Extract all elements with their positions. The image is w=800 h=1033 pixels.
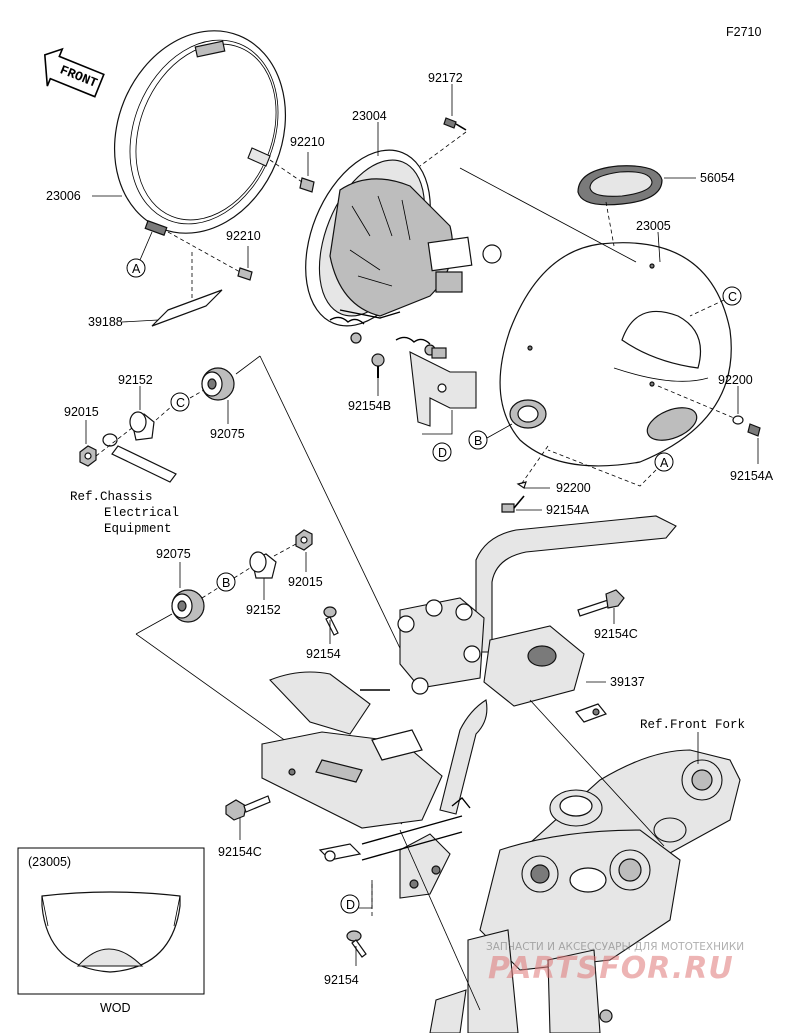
rubber-damper-92075-mid[interactable]	[171, 589, 205, 623]
label-92200-right: 92200	[718, 373, 753, 387]
clip-92210-bottom[interactable]	[237, 267, 253, 281]
label-92154-bottom: 92154	[324, 973, 359, 987]
watermark: ЗАПЧАСТИ И АКСЕССУАРЫ ДЛЯ МОТОТЕХНИКИ PA…	[486, 941, 744, 986]
inset-part-ref: (23005)	[28, 855, 71, 869]
bolt-92154C-right[interactable]	[577, 589, 625, 617]
headlight-unit-23004[interactable]	[282, 132, 502, 356]
bolt-92154-bottom[interactable]	[346, 930, 367, 958]
label-92075-top: 92075	[210, 427, 245, 441]
label-92154C-right: 92154C	[594, 627, 638, 641]
callout-a-rim	[126, 258, 146, 278]
collar-92152-top[interactable]	[129, 411, 155, 441]
label-92210-top: 92210	[290, 135, 325, 149]
nut-92015-top[interactable]	[79, 445, 97, 467]
label-92154C-left: 92154C	[218, 845, 262, 859]
label-23006: 23006	[46, 189, 81, 203]
callout-d-lower	[340, 894, 360, 914]
emblem-56054[interactable]	[577, 165, 663, 206]
label-92152-top: 92152	[118, 373, 153, 387]
figure-code: F2710	[726, 25, 761, 39]
headlight-housing-wod-variant	[41, 891, 181, 973]
label-92015-mid: 92015	[288, 575, 323, 589]
callout-b-mount-letter: B	[222, 576, 230, 590]
watermark-tagline: ЗАПЧАСТИ И АКСЕССУАРЫ ДЛЯ МОТОТЕХНИКИ	[486, 941, 744, 953]
label-92154A-low: 92154A	[546, 503, 590, 517]
callout-d-lower-letter: D	[346, 898, 355, 912]
ref-chassis-line3: Equipment	[104, 522, 172, 536]
clip-92210-top[interactable]	[247, 147, 315, 193]
watermark-brand: PARTSFOR.RU	[488, 951, 734, 986]
front-fork-reference	[429, 749, 741, 1033]
inset-variant-label: WOD	[100, 1001, 131, 1015]
label-39137: 39137	[610, 675, 645, 689]
bolt-92154A-low[interactable]	[501, 495, 525, 513]
label-92075-mid: 92075	[156, 547, 191, 561]
callout-a-cover-letter: A	[660, 456, 669, 470]
headlight-rim-23006[interactable]	[85, 5, 315, 259]
callout-c-mount	[170, 392, 190, 412]
ref-chassis-line2: Electrical	[104, 506, 179, 520]
callout-d-upper-letter: D	[438, 446, 447, 460]
label-56054: 56054	[700, 171, 735, 185]
label-39188: 39188	[88, 315, 123, 329]
label-92200-low: 92200	[556, 481, 591, 495]
label-sticker-39188[interactable]	[151, 289, 223, 327]
bolt-92154C-left[interactable]	[225, 795, 271, 821]
headlight-housing-23005[interactable]	[499, 242, 732, 467]
callout-a-cover	[654, 452, 674, 472]
mount-bracket-headlight[interactable]	[409, 347, 477, 427]
washer-92200-right[interactable]	[732, 415, 744, 425]
callout-d-upper	[432, 442, 452, 462]
callout-a-rim-letter: A	[132, 262, 141, 276]
label-92210-bottom: 92210	[226, 229, 261, 243]
bolt-92154-mid[interactable]	[323, 606, 339, 636]
callout-b-cover-letter: B	[474, 434, 482, 448]
label-23004: 23004	[352, 109, 387, 123]
label-92015-top: 92015	[64, 405, 99, 419]
rubber-damper-92075-top[interactable]	[201, 367, 235, 401]
ref-chassis-line1: Ref.Chassis	[70, 490, 153, 504]
callout-c-mount-letter: C	[176, 396, 185, 410]
headlight-stay-39137[interactable]	[397, 515, 677, 815]
label-92154-mid: 92154	[306, 647, 341, 661]
nut-92015-mid[interactable]	[295, 529, 313, 551]
callout-c-cover	[722, 286, 742, 306]
harness-terminal[interactable]	[102, 433, 177, 483]
bolt-92154B[interactable]	[371, 353, 385, 378]
label-92154A-right: 92154A	[730, 469, 774, 483]
callout-c-cover-letter: C	[728, 290, 737, 304]
bolt-92154A-right[interactable]	[747, 423, 761, 437]
collar-92152-mid[interactable]	[249, 551, 277, 579]
screw-92172[interactable]	[443, 117, 467, 131]
ref-front-fork: Ref.Front Fork	[640, 718, 745, 732]
label-92152-mid: 92152	[246, 603, 281, 617]
front-direction-arrow: FRONT	[43, 47, 105, 98]
label-92172: 92172	[428, 71, 463, 85]
label-92154B: 92154B	[348, 399, 391, 413]
label-23005: 23005	[636, 219, 671, 233]
callout-b-cover	[468, 430, 488, 450]
variant-inset-box: (23005)	[17, 847, 205, 995]
callout-b-mount	[216, 572, 236, 592]
lower-mount-bracket[interactable]	[261, 671, 471, 899]
